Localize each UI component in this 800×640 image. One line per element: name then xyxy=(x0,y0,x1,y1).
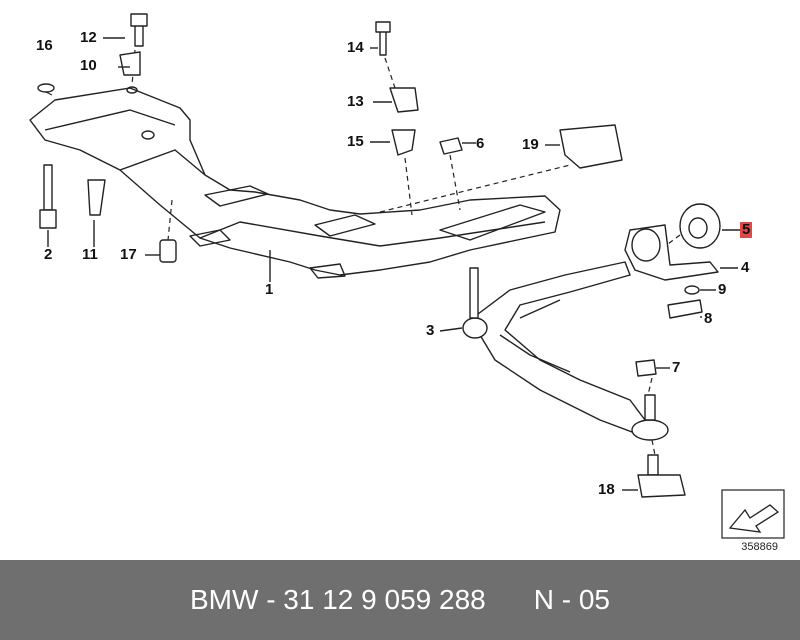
callout-17: 17 xyxy=(120,246,137,263)
callout-14: 14 xyxy=(347,39,364,56)
callout-9: 9 xyxy=(718,281,727,298)
callout-18: 18 xyxy=(598,481,615,498)
callout-13: 13 xyxy=(347,93,364,110)
callout-1: 1 xyxy=(265,281,274,298)
callout-16: 16 xyxy=(36,37,53,54)
diagram-drawing xyxy=(29,13,785,539)
arrow-direction-icon xyxy=(721,489,785,539)
callout-4: 4 xyxy=(741,259,750,276)
callout-2: 2 xyxy=(44,246,53,263)
diagram-code: N - 05 xyxy=(533,584,610,615)
callout-11: 11 xyxy=(82,246,98,263)
reference-number: 358869 xyxy=(741,541,778,553)
parts-diagram: 16 12 10 2 11 17 1 14 13 15 6 19 3 5 4 9… xyxy=(29,13,785,553)
footer-bar: BMW - 31 12 9 059 288 N - 05 xyxy=(0,560,800,640)
callout-10: 10 xyxy=(80,57,97,74)
callout-3: 3 xyxy=(426,322,435,339)
callout-6: 6 xyxy=(476,135,485,152)
part-number: BMW - 31 12 9 059 288 xyxy=(190,584,486,615)
callout-7: 7 xyxy=(672,359,681,376)
callout-12: 12 xyxy=(80,29,97,46)
callout-19: 19 xyxy=(522,136,539,153)
callout-15: 15 xyxy=(347,133,364,150)
subframe xyxy=(29,87,561,276)
callout-8: 8 xyxy=(704,310,713,327)
callout-5-highlighted: 5 xyxy=(740,221,753,238)
